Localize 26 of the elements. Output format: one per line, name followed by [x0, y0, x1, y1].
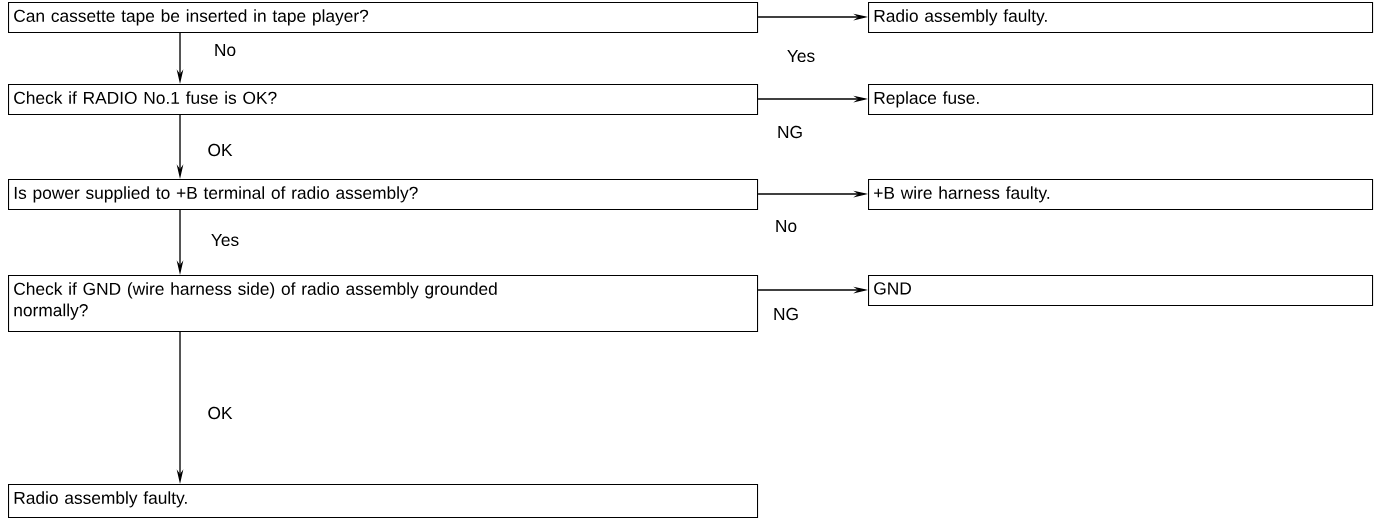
box-text: GND — [874, 282, 911, 295]
edge-label: Yes — [211, 233, 239, 247]
process-box — [8, 275, 759, 333]
box-text: Radio assembly faulty. — [874, 9, 1047, 26]
process-box — [8, 179, 759, 211]
box-text: +B wire harness faulty. — [874, 186, 1050, 203]
process-box — [868, 179, 1374, 211]
box-text: Replace fuse. — [874, 91, 979, 108]
process-box — [8, 84, 759, 116]
box-text: Check if GND (wire harness side) of radio assembly grounded normally? — [14, 282, 497, 320]
edge-label: No — [215, 43, 236, 57]
box-text: Is power supplied to +B terminal of radio assembly? — [14, 186, 418, 203]
process-box — [8, 2, 759, 34]
process-box — [868, 2, 1374, 34]
process-box — [8, 484, 759, 519]
process-box — [868, 275, 1374, 307]
edge-label: No — [776, 219, 797, 233]
box-text: Check if RADIO No.1 fuse is OK? — [14, 91, 277, 104]
box-text: Can cassette tape be inserted in tape player? — [14, 9, 369, 26]
edge-label: NG — [774, 307, 798, 321]
edge-label: OK — [208, 406, 233, 420]
edge-label: Yes — [787, 49, 815, 63]
process-box — [868, 84, 1374, 116]
edge-label: NG — [778, 125, 802, 139]
box-text: Radio assembly faulty. — [14, 491, 187, 508]
edge-label: OK — [208, 143, 233, 157]
